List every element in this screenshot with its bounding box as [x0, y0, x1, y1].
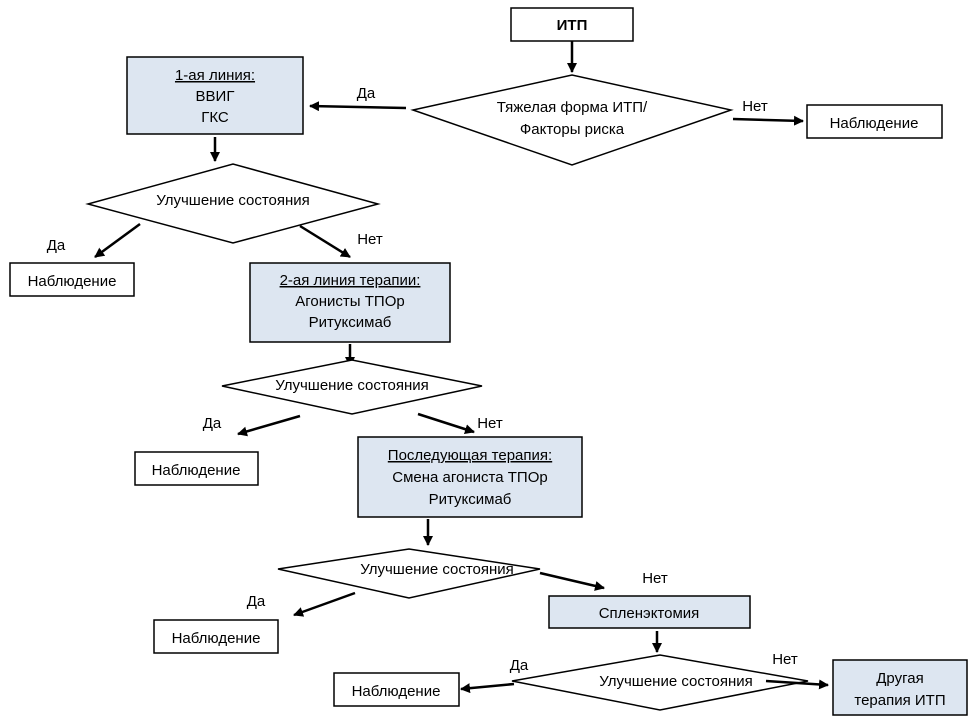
- label-yes-2: Да: [47, 237, 66, 254]
- observation-label-5: Наблюдение: [352, 683, 441, 700]
- start-node: ИТП: [510, 7, 634, 42]
- observation-label-1: Наблюдение: [830, 115, 919, 132]
- start-label: ИТП: [557, 17, 588, 34]
- arrow-decision2-no: [299, 224, 351, 259]
- decision5-label: Улучшение состояния: [599, 673, 753, 690]
- label-yes-5: Да: [510, 657, 529, 674]
- subsequent-item1: Смена агониста ТПОр: [392, 469, 547, 486]
- arrow-decision2-yes: [94, 222, 141, 259]
- label-yes-3: Да: [203, 415, 222, 432]
- observation-node-3: Наблюдение: [134, 451, 259, 486]
- second-line-title: 2-ая линия терапии:: [280, 272, 421, 289]
- observation-node-4: Наблюдение: [153, 619, 279, 654]
- decision4-label: Улучшение состояния: [360, 561, 514, 578]
- other-therapy-line1: Другая: [876, 670, 923, 687]
- observation-node-2: Наблюдение: [9, 262, 135, 297]
- arrow-decision5-yes: [460, 682, 515, 694]
- arrow-decision4-yes: [293, 591, 356, 617]
- arrow-decision4-no: [539, 571, 605, 591]
- observation-node-1: Наблюдение: [806, 104, 943, 139]
- decision-improvement-3: Улучшение состояния: [277, 548, 541, 599]
- arrow-decision1-no: [732, 115, 804, 126]
- decision-improvement-2: Улучшение состояния: [221, 359, 483, 415]
- first-line-node: 1-ая линия: ВВИГ ГКС: [126, 56, 304, 135]
- label-yes-1: Да: [357, 85, 376, 102]
- decision-improvement-1: Улучшение состояния: [85, 163, 381, 244]
- observation-label-3: Наблюдение: [152, 462, 241, 479]
- decision2-label: Улучшение состояния: [156, 192, 310, 209]
- other-therapy-line2: терапия ИТП: [854, 692, 945, 709]
- label-no-5: Нет: [772, 651, 798, 668]
- decision-improvement-4: Улучшение состояния: [511, 654, 809, 711]
- observation-label-2: Наблюдение: [28, 273, 117, 290]
- second-line-node: 2-ая линия терапии: Агонисты ТПОр Ритукс…: [249, 262, 451, 343]
- arrow-decision3-no: [417, 412, 475, 435]
- second-line-item2: Ритуксимаб: [309, 314, 392, 331]
- first-line-item1: ВВИГ: [196, 88, 235, 105]
- observation-label-4: Наблюдение: [172, 630, 261, 647]
- decision1-line2: Факторы риска: [520, 121, 625, 138]
- other-therapy-node: Другая терапия ИТП: [832, 659, 968, 716]
- decision1-line1: Тяжелая форма ИТП/: [497, 99, 648, 116]
- subsequent-item2: Ритуксимаб: [429, 491, 512, 508]
- decision-severe-itp: Тяжелая форма ИТП/ Факторы риска: [410, 74, 734, 166]
- label-no-4: Нет: [642, 570, 668, 587]
- observation-node-5: Наблюдение: [333, 672, 460, 707]
- arrow-decision1-yes: [309, 101, 407, 112]
- arrow-decision3-yes: [237, 414, 301, 437]
- decision3-label: Улучшение состояния: [275, 377, 429, 394]
- first-line-item2: ГКС: [201, 109, 229, 126]
- label-no-2: Нет: [357, 231, 383, 248]
- splenectomy-node: Спленэктомия: [548, 595, 751, 629]
- subsequent-title: Последующая терапия:: [388, 447, 552, 464]
- label-no-1: Нет: [742, 98, 768, 115]
- first-line-title: 1-ая линия:: [175, 67, 255, 84]
- arrow-decision5-no: [765, 679, 829, 690]
- label-yes-4: Да: [247, 593, 266, 610]
- second-line-item1: Агонисты ТПОр: [295, 293, 404, 310]
- subsequent-therapy-node: Последующая терапия: Смена агониста ТПОр…: [357, 436, 583, 518]
- label-no-3: Нет: [477, 415, 503, 432]
- splenectomy-label: Спленэктомия: [599, 605, 700, 622]
